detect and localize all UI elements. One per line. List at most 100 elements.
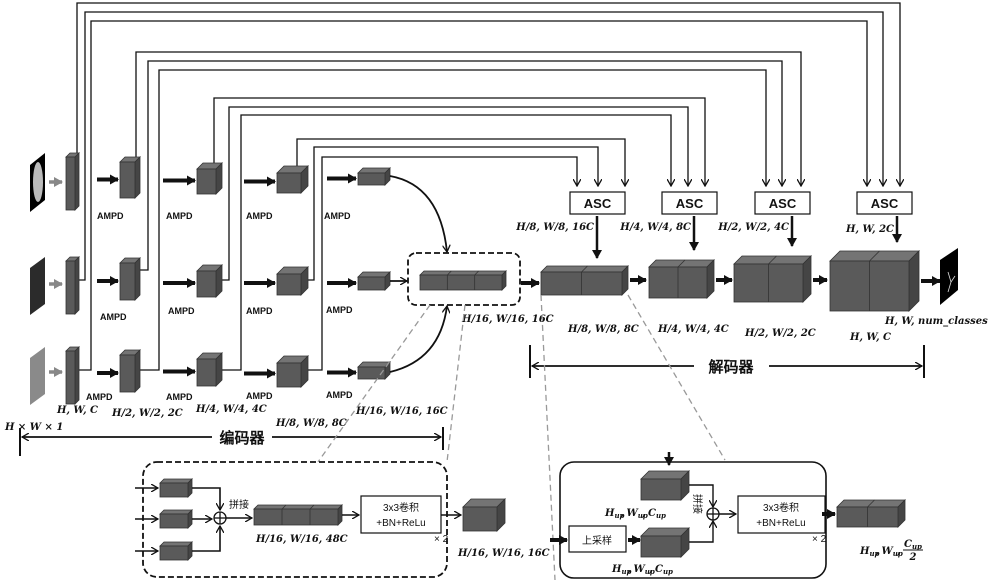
- asc-label: ASC: [769, 196, 797, 211]
- cube-side: [909, 251, 919, 311]
- decoder-stage-3-cube: [734, 256, 811, 302]
- comma: ,: [875, 546, 879, 557]
- comma: ,: [896, 546, 900, 557]
- cube-front: [160, 546, 188, 560]
- encoder-stage-1-cube: [120, 258, 140, 300]
- encoder-stage-2-cube: [197, 353, 222, 386]
- upsample-label: 上采样: [582, 534, 612, 547]
- conv-label: +BN+ReLu: [376, 518, 425, 529]
- ampd-label: AMPD: [168, 306, 195, 316]
- cube-front: [420, 275, 502, 290]
- ampd-label: AMPD: [97, 211, 124, 221]
- comma: ,: [648, 564, 652, 575]
- decoder-stage-1-dims: H/8, W/8, 8C: [567, 324, 639, 335]
- comma: ,: [620, 508, 624, 519]
- cube-front: [358, 277, 385, 290]
- denominator: 2: [909, 552, 917, 563]
- cube-front: [66, 157, 75, 210]
- fusion-output-cube: [463, 499, 505, 531]
- skip-connection-line: [136, 52, 801, 186]
- cube-front: [277, 363, 301, 387]
- cube-top: [254, 505, 342, 509]
- fusion-curve-arrow: [390, 306, 447, 372]
- cube-side: [135, 258, 140, 300]
- cube-side: [338, 505, 342, 525]
- decoder-stage-2-dims: H/4, W/4, 4C: [657, 324, 729, 335]
- feature-slab: [66, 153, 79, 210]
- zoom-guide-line: [318, 305, 430, 462]
- encoder-stage-1-dims: H/2, W/2, 2C: [111, 408, 183, 419]
- cube-top: [160, 542, 192, 546]
- encoder-stage-2-cube: [197, 265, 222, 297]
- encoder-stage-3-cube: [277, 356, 308, 387]
- cube-front: [197, 271, 216, 297]
- fused-feature-cube: [420, 271, 506, 290]
- output-dims-label: H, W, num_classes: [884, 316, 988, 327]
- decoder-input-dims: H/16, W/16, 16C: [461, 314, 554, 325]
- conv-label: 3x3卷积: [763, 501, 799, 514]
- cube-side: [216, 265, 222, 297]
- encoder-stage-4-dims: H/16, W/16, 16C: [355, 406, 448, 417]
- decoder-title: 解码器: [708, 358, 754, 376]
- cube-front: [277, 173, 301, 193]
- cube-front: [197, 359, 216, 386]
- cube-front: [66, 261, 75, 314]
- repeat-label: × 2: [812, 534, 827, 545]
- ampd-label: AMPD: [246, 391, 273, 401]
- cube-front: [120, 355, 135, 392]
- skip-connection-line: [308, 147, 598, 280]
- cube-side: [135, 350, 140, 392]
- cube-front: [358, 173, 385, 185]
- feature-slab: [66, 347, 79, 404]
- cube-top: [160, 479, 192, 483]
- decoder-stage-1-cube: [541, 266, 628, 295]
- ampd-label: AMPD: [166, 392, 193, 402]
- ampd-label: AMPD: [86, 392, 113, 402]
- cube-front: [160, 483, 188, 497]
- cube-front: [120, 162, 135, 198]
- fusion-output-dims-label: H/16, W/16, 16C: [457, 548, 550, 559]
- asc-label: ASC: [584, 196, 612, 211]
- decoder-stage-3-dims: H/2, W/2, 2C: [744, 328, 816, 339]
- cube-front: [641, 536, 681, 557]
- fusion-input-cube: [160, 542, 192, 560]
- cube-front: [277, 274, 301, 295]
- cube-front: [66, 351, 75, 404]
- skip-feature-cube: [641, 471, 689, 500]
- subscript: up: [656, 511, 666, 520]
- cube-side: [216, 353, 222, 386]
- cube-front: [160, 514, 188, 528]
- encoder-stage-3-cube: [277, 166, 308, 193]
- concat-feature-cube: [254, 505, 342, 525]
- encoder-stage-4-cube: [358, 362, 390, 379]
- ampd-label: AMPD: [100, 312, 127, 322]
- cube-side: [75, 257, 79, 314]
- ampd-label: AMPD: [326, 305, 353, 315]
- encoder-stage-1-cube: [120, 350, 140, 392]
- decoder-stage-4-dims: H, W, C: [849, 332, 891, 343]
- conv-label: 3x3卷积: [383, 501, 419, 514]
- asc-output-dims-1: H/8, W/8, 16C: [515, 222, 594, 233]
- upsampled-feature-cube: [641, 528, 689, 557]
- skip-connection-line: [140, 61, 782, 270]
- zoom-guide-line: [628, 295, 725, 460]
- input-image-3: [30, 347, 45, 405]
- comma: ,: [627, 564, 631, 575]
- conv-label: +BN+ReLu: [756, 518, 805, 529]
- asc-output-dims-2: H/4, W/4, 8C: [619, 222, 691, 233]
- encoder-stage-4-cube: [358, 272, 390, 290]
- asc-output-dims-3: H/2, W/2, 4C: [717, 222, 789, 233]
- feature-slab: [66, 257, 79, 314]
- cube-front: [197, 169, 216, 194]
- cube-side: [707, 260, 714, 298]
- asc-label: ASC: [676, 196, 704, 211]
- decoder-detail-output-dims: Hup,Wup,Cup2: [859, 539, 923, 563]
- encoder-stage-4-cube: [358, 168, 390, 185]
- cube-top: [420, 271, 506, 275]
- concat-label: 拼接: [691, 494, 704, 514]
- cube-side: [216, 163, 222, 194]
- encoder-stage-3-dims: H/8, W/8, 8C: [275, 418, 347, 429]
- cube-front: [254, 509, 338, 525]
- cube-front: [641, 479, 681, 500]
